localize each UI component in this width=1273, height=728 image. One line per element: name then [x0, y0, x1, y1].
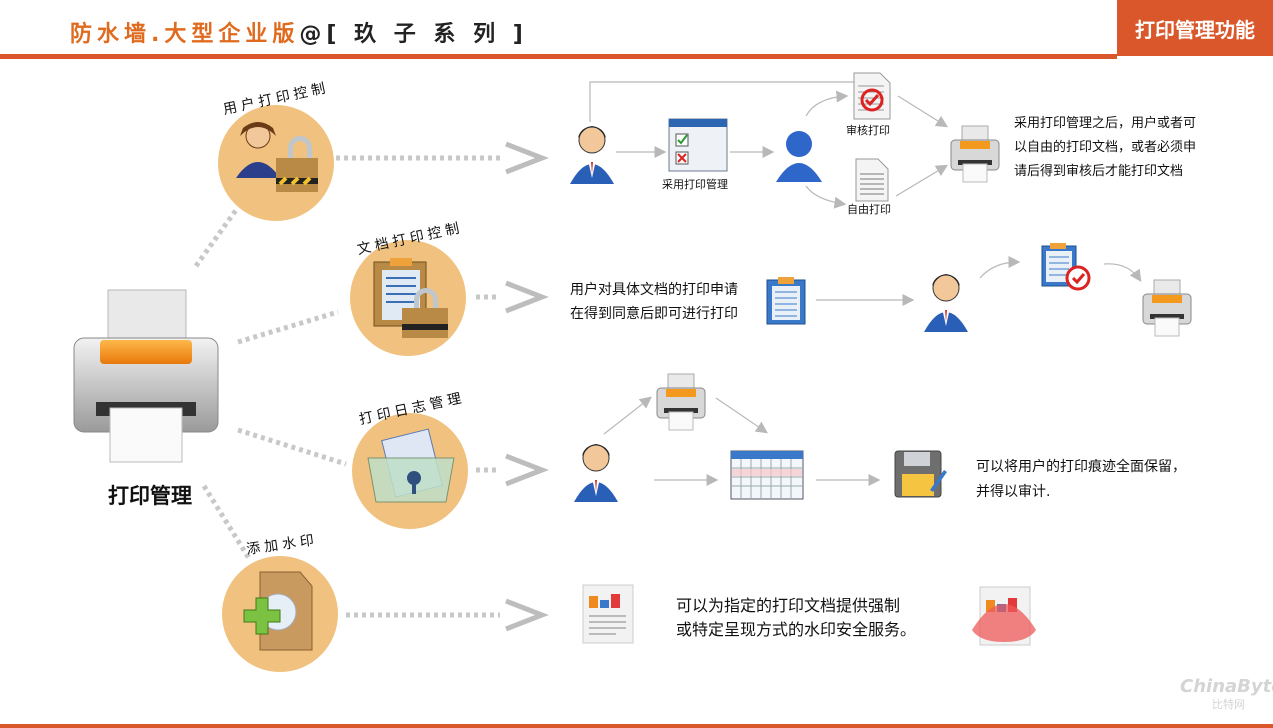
user-icon: [570, 126, 614, 184]
center-label: 打印管理: [108, 484, 192, 508]
user-icon: [574, 444, 618, 502]
clipboard-document-icon: [766, 277, 806, 325]
print-management-window-icon: [668, 118, 728, 172]
free-print-document-icon: [855, 158, 889, 202]
audit-document-icon: [853, 72, 891, 120]
row4-description-line1: 可以为指定的打印文档提供强制: [676, 596, 901, 615]
node-label-audit: 审核打印: [846, 124, 890, 137]
printer-icon: [1142, 279, 1192, 337]
report-document-icon: [582, 584, 634, 644]
title-product: 防水墙: [70, 22, 152, 47]
row4-description-line2: 或特定呈现方式的水印安全服务。: [676, 620, 917, 639]
row3-description-line1: 可以将用户的打印痕迹全面保留，: [976, 459, 1186, 475]
approved-document-icon: [1041, 243, 1091, 291]
node-label-apply: 采用打印管理: [662, 178, 728, 191]
printer-icon: [656, 373, 706, 431]
title-series: [ 玖 子 系 列 ]: [326, 22, 528, 47]
user-icon: [924, 274, 968, 332]
title-at: @: [299, 22, 327, 47]
row2-description-line2: 在得到同意后即可进行打印: [570, 306, 738, 322]
brand-watermark-cn: 比特网: [1212, 698, 1245, 711]
header-badge: 打印管理功能: [1117, 0, 1273, 56]
document-lock-icon: [373, 258, 448, 338]
printer-icon: [950, 125, 1000, 183]
row3-description-line2: 并得以审计.: [976, 484, 1051, 500]
watermark-add-icon: [243, 571, 313, 651]
row2-description-line1: 用户对具体文档的打印申请: [570, 282, 738, 298]
user-lock-icon: [236, 122, 318, 192]
main-printer-icon: [73, 289, 219, 463]
save-disk-icon: [894, 450, 947, 498]
header-rule: [0, 54, 1117, 59]
row1-description: 采用打印管理之后，用户或者可以自由的打印文档，或者必须申请后得到审核后才能打印文…: [1014, 116, 1197, 179]
node-label-free: 自由打印: [847, 203, 891, 216]
log-box-icon: [367, 428, 455, 503]
title-dot: .: [151, 22, 165, 47]
title-edition: 大型企业版: [164, 22, 300, 47]
page-title: 防水墙.大型企业版@[ 玖 子 系 列 ]: [70, 16, 528, 48]
calendar-log-icon: [730, 450, 804, 500]
footer-rule: [0, 724, 1273, 728]
user-group-icon: [776, 131, 822, 182]
watermarked-report-icon: [972, 586, 1036, 646]
brand-watermark: ChinaByte: [1180, 676, 1273, 697]
